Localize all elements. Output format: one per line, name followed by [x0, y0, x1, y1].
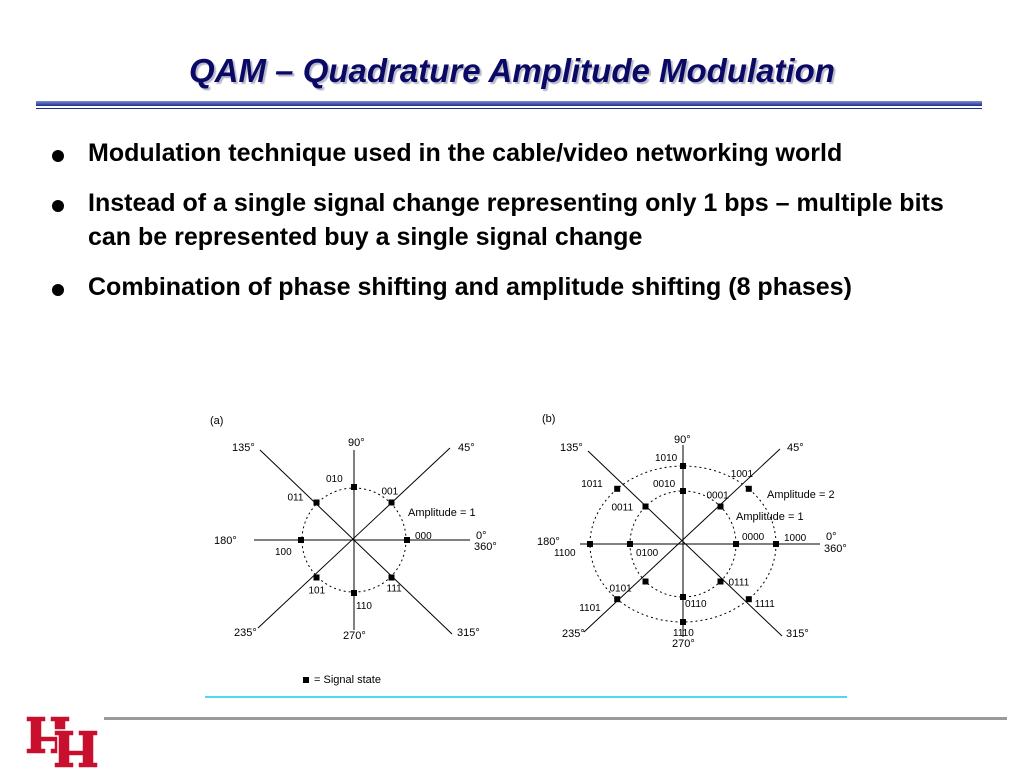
angle-label: 90°	[348, 437, 365, 449]
signal-state-point	[745, 596, 752, 603]
point-bit-label: 1010	[655, 453, 678, 464]
signal-state-point	[773, 541, 779, 547]
signal-state-point	[388, 499, 395, 506]
amplitude-label: Amplitude = 1	[408, 507, 476, 519]
signal-state-point	[614, 596, 621, 603]
bullet-item: Modulation technique used in the cable/v…	[48, 136, 988, 170]
bullet-text: Instead of a single signal change repres…	[88, 189, 944, 251]
bullet-list: Modulation technique used in the cable/v…	[48, 136, 988, 412]
slide-title: QAM – Quadrature Amplitude Modulation	[189, 52, 835, 89]
angle-label: 90°	[674, 434, 691, 446]
point-bit-label: 1110	[673, 628, 694, 639]
signal-state-point	[388, 574, 395, 581]
point-bit-label: 0001	[707, 491, 730, 502]
angle-label: 270°	[343, 630, 366, 642]
angle-label: 0°	[476, 530, 487, 542]
panel-a-label: (a)	[210, 415, 223, 427]
signal-state-point	[745, 485, 752, 492]
signal-state-point	[627, 541, 633, 547]
angle-label: 135°	[232, 442, 255, 454]
bullet-text: Modulation technique used in the cable/v…	[88, 139, 843, 167]
angle-label: 360°	[824, 543, 847, 555]
bullet-dot-icon	[52, 284, 64, 296]
signal-state-point	[404, 537, 410, 543]
point-bit-label: 001	[382, 487, 399, 498]
point-bit-label: 0100	[636, 548, 659, 559]
point-bit-label: 0010	[653, 479, 676, 490]
signal-state-point	[313, 499, 320, 506]
point-bit-label: 1001	[731, 469, 754, 480]
bullet-text: Combination of phase shifting and amplit…	[88, 273, 852, 301]
amplitude-label: Amplitude = 1	[736, 511, 804, 523]
signal-state-point	[680, 594, 686, 600]
bullet-dot-icon	[52, 200, 64, 212]
panel-b-label: (b)	[542, 413, 555, 425]
angle-label: 45°	[458, 442, 475, 454]
signal-state-point	[642, 503, 649, 510]
angle-label: 235°	[562, 628, 585, 640]
angle-label: 0°	[826, 531, 837, 543]
bullet-dot-icon	[52, 150, 64, 162]
angle-label: 180°	[214, 535, 237, 547]
signal-state-point	[351, 590, 357, 596]
signal-state-point	[642, 578, 649, 585]
signal-state-point	[680, 488, 686, 494]
point-bit-label: 110	[356, 601, 372, 612]
point-bit-label: 1101	[579, 603, 601, 614]
angle-label: 360°	[474, 541, 497, 553]
point-bit-label: 100	[275, 547, 292, 558]
angle-label: 315°	[457, 627, 480, 639]
point-bit-label: 111	[387, 584, 403, 595]
point-bit-label: 0011	[612, 503, 634, 514]
signal-state-point	[313, 574, 320, 581]
bullet-item: Instead of a single signal change repres…	[48, 186, 988, 254]
signal-state-point	[717, 578, 724, 585]
panel-b-points: 0000 0001 0010 0011 0100 0101 0110 0111 1000 1001…	[554, 453, 807, 639]
panel-a-axes	[254, 447, 470, 635]
signal-state-point	[614, 485, 621, 492]
point-bit-label: 011	[288, 493, 304, 504]
point-bit-label: 0111	[729, 578, 750, 589]
point-bit-label: 000	[415, 531, 432, 542]
signal-state-point	[587, 541, 593, 547]
point-bit-label: 1000	[784, 533, 807, 544]
point-bit-label: 101	[309, 586, 326, 597]
title-underline-thin	[36, 108, 982, 109]
panel-a-points: 000 001 010 011 100 101 110 111	[275, 474, 432, 612]
amplitude-label: Amplitude = 2	[767, 489, 835, 501]
panel-b: (b) 0000 0001 0010 0011 0100 0101 0110 0111 1000…	[537, 413, 847, 650]
signal-state-point	[717, 503, 724, 510]
signal-state-point	[733, 541, 739, 547]
angle-label: 135°	[560, 442, 583, 454]
point-bit-label: 1011	[581, 479, 603, 490]
title-underline	[36, 101, 982, 106]
signal-state-marker-icon	[303, 677, 309, 683]
point-bit-label: 1100	[554, 548, 576, 559]
angle-label: 270°	[672, 638, 695, 650]
angle-label: 180°	[537, 536, 560, 548]
point-bit-label: 0110	[685, 599, 707, 610]
uh-logo-icon	[24, 712, 104, 769]
point-bit-label: 0101	[610, 584, 633, 595]
angle-label: 235°	[234, 627, 257, 639]
point-bit-label: 010	[326, 474, 343, 485]
signal-state-point	[680, 463, 686, 469]
angle-label: 45°	[787, 442, 804, 454]
panel-a: (a) 000 001 010 011 100 101 110 111 90° 45° 135…	[210, 415, 497, 642]
signal-state-point	[351, 484, 357, 490]
point-bit-label: 1111	[755, 599, 775, 610]
bullet-item: Combination of phase shifting and amplit…	[48, 270, 988, 304]
angle-label: 315°	[786, 628, 809, 640]
signal-state-point	[298, 537, 304, 543]
footer-rule	[104, 717, 1007, 720]
figure-underline	[205, 696, 847, 698]
point-bit-label: 0000	[742, 532, 765, 543]
legend-label: = Signal state	[314, 674, 381, 686]
signal-state-point	[680, 619, 686, 625]
